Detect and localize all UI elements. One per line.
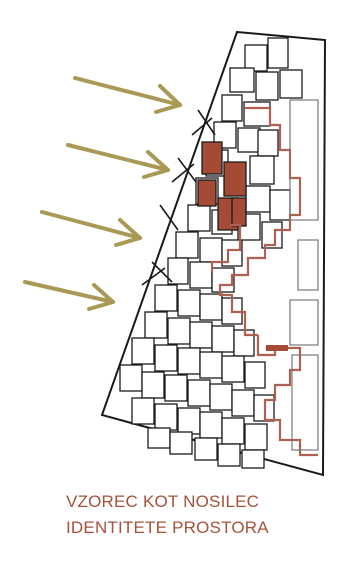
pattern-tile xyxy=(119,364,143,392)
pattern-tile xyxy=(187,204,211,232)
pattern-tile xyxy=(189,261,213,289)
pattern-tile xyxy=(131,397,155,425)
pattern-tile xyxy=(257,129,279,157)
pattern-tile xyxy=(231,389,255,417)
pattern-tile xyxy=(199,411,223,439)
pattern-tile xyxy=(261,221,283,249)
caption-line-1: VZOREC KOT NOSILEC xyxy=(66,492,260,511)
pattern-tile xyxy=(221,355,245,383)
pattern-tile xyxy=(221,417,245,445)
pattern-tile xyxy=(154,403,178,431)
pattern-tile xyxy=(141,371,165,399)
pattern-tile xyxy=(154,284,178,312)
accent-tile xyxy=(197,179,217,207)
pattern-tile xyxy=(255,71,279,101)
pattern-tile xyxy=(217,443,241,467)
accent-tiles xyxy=(197,141,247,231)
accent-tile xyxy=(223,161,247,197)
pattern-tile xyxy=(147,427,171,449)
pattern-tile xyxy=(211,325,235,353)
accent-bar xyxy=(266,345,288,351)
caption-line-2: IDENTITETE PROSTORA xyxy=(66,518,269,537)
pattern-tile xyxy=(229,67,255,93)
pattern-tile xyxy=(199,293,223,321)
arrow-icon xyxy=(73,76,182,114)
pattern-tile xyxy=(175,231,199,259)
pattern-tile xyxy=(245,185,271,213)
pattern-tile xyxy=(221,94,243,122)
pattern-tile xyxy=(237,127,261,153)
pattern-tile xyxy=(167,257,189,285)
pattern-tile xyxy=(177,289,201,317)
pattern-tile xyxy=(144,311,168,339)
frame-outline xyxy=(100,30,327,477)
accent-tile xyxy=(201,141,223,175)
pattern-tile xyxy=(199,237,223,263)
pattern-tile xyxy=(244,423,268,451)
pattern-tile xyxy=(189,321,213,349)
pattern-tile xyxy=(244,44,268,72)
pattern-tile xyxy=(177,407,201,435)
pattern-tile xyxy=(187,379,211,407)
pattern-tile xyxy=(177,347,201,375)
pattern-tile xyxy=(243,101,271,127)
arrows-group xyxy=(23,76,182,311)
pattern-tile xyxy=(244,361,266,389)
pattern-tile xyxy=(169,431,193,455)
pattern-tile xyxy=(267,37,289,69)
pattern-tile xyxy=(209,383,233,411)
pattern-tile xyxy=(164,374,188,402)
pattern-tile xyxy=(241,449,265,469)
pattern-tile xyxy=(167,317,191,345)
arrow-icon xyxy=(40,210,142,247)
arrow-icon xyxy=(23,280,115,311)
pattern-tile xyxy=(199,351,223,379)
pattern-tile xyxy=(249,155,275,185)
pattern-diagram xyxy=(23,30,327,477)
pattern-tile xyxy=(211,267,235,293)
accent-tile xyxy=(231,197,247,227)
pattern-tile xyxy=(194,437,218,461)
pattern-tile xyxy=(154,344,178,372)
edge-ticks xyxy=(141,109,216,286)
side-blocks xyxy=(289,99,319,451)
pattern-tile xyxy=(279,69,303,99)
arrow-icon xyxy=(66,143,170,179)
pattern-tile xyxy=(131,337,155,365)
tile-pattern xyxy=(119,37,303,469)
pattern-tile xyxy=(269,189,291,221)
